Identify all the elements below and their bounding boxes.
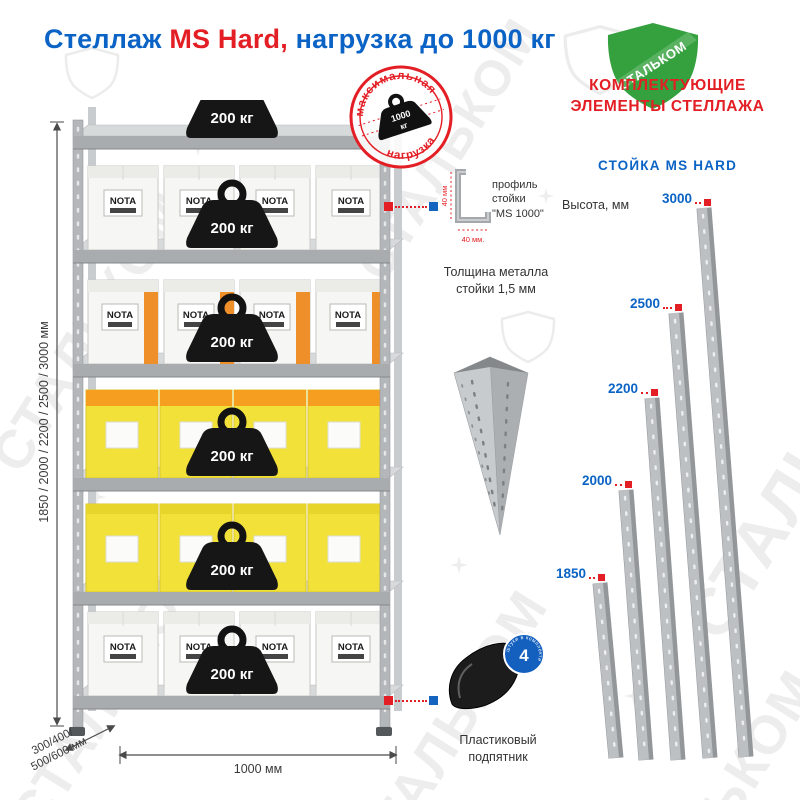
rack-feet bbox=[69, 727, 392, 736]
post-subheading: СТОЙКА MS HARD bbox=[597, 158, 738, 173]
sparkle-icon bbox=[450, 556, 468, 574]
rack-illustration: NOTA NOTA NOTA NOTA NOTA NOTA NOTA bbox=[50, 100, 404, 764]
post-height-value: 3000 bbox=[662, 191, 693, 206]
post-2000-image bbox=[618, 489, 654, 761]
stamp-weight-icon: 1000 кг bbox=[378, 93, 432, 141]
red-marker bbox=[651, 388, 658, 396]
thickness-note: Толщина металла стойки 1,5 мм bbox=[443, 265, 549, 296]
svg-text:кг: кг bbox=[399, 120, 409, 131]
post-height-value: 2000 bbox=[582, 473, 613, 488]
svg-text:200 кг: 200 кг bbox=[211, 562, 254, 579]
weight-200kg: 200 кг bbox=[186, 407, 278, 476]
title-lead: Стеллаж bbox=[44, 24, 162, 54]
svg-text:NOTA: NOTA bbox=[186, 196, 212, 207]
dimension-height-label: 1850 / 2000 / 2200 / 2500 / 3000 мм bbox=[37, 321, 51, 523]
svg-text:NOTA: NOTA bbox=[183, 310, 209, 321]
red-marker bbox=[384, 202, 393, 211]
profile-section-icon: 40 мм 40 мм. bbox=[442, 169, 491, 244]
svg-text:NOTA: NOTA bbox=[107, 310, 133, 321]
svg-text:200 кг: 200 кг bbox=[211, 334, 254, 351]
svg-text:200 кг: 200 кг bbox=[211, 666, 254, 683]
watermark-shield-icon bbox=[64, 46, 120, 100]
watermark-shield-icon bbox=[500, 310, 556, 364]
title-model: MS Hard, bbox=[169, 24, 288, 54]
height-label: Высота, мм bbox=[562, 198, 630, 212]
weight-200kg: 200 кг bbox=[186, 293, 278, 362]
svg-text:NOTA: NOTA bbox=[110, 642, 136, 653]
box: NOTA bbox=[87, 611, 159, 697]
post-3000-image bbox=[696, 207, 754, 758]
page-title: Стеллаж MS Hard, нагрузка до 1000 кг bbox=[44, 24, 556, 55]
red-marker bbox=[704, 198, 712, 206]
posts-illustration bbox=[592, 207, 754, 761]
post-label-2200: 2200 bbox=[608, 382, 658, 396]
svg-text:NOTA: NOTA bbox=[262, 196, 288, 207]
post-label-2000: 2000 bbox=[582, 474, 632, 488]
post-2200-image bbox=[644, 397, 686, 761]
dotted-leader-line bbox=[589, 576, 596, 579]
post-height-value: 2200 bbox=[608, 381, 639, 396]
svg-text:NOTA: NOTA bbox=[110, 196, 136, 207]
sparkle-icon bbox=[538, 188, 554, 204]
brand-logo: СТАЛЬКОМ bbox=[607, 23, 699, 109]
svg-text:NOTA: NOTA bbox=[338, 642, 364, 653]
shelf-front-faces bbox=[73, 136, 390, 710]
red-marker bbox=[625, 480, 632, 488]
profile-dim-vertical: 40 мм bbox=[442, 186, 449, 207]
red-marker bbox=[384, 696, 393, 705]
corner-post-image bbox=[453, 356, 529, 536]
badge-count: 4 bbox=[519, 646, 529, 665]
red-marker bbox=[598, 573, 606, 581]
box-row-white-2: NOTA NOTA NOTA NOTA bbox=[87, 611, 387, 697]
svg-text:200 кг: 200 кг bbox=[211, 448, 254, 465]
leader-foot bbox=[384, 696, 438, 705]
post-2500-image bbox=[668, 312, 718, 759]
dimension-width-label: 1000 мм bbox=[233, 762, 283, 776]
profile-dim-horizontal: 40 мм. bbox=[462, 235, 485, 244]
svg-text:NOTA: NOTA bbox=[186, 642, 212, 653]
post-label-1850: 1850 bbox=[556, 566, 606, 581]
dotted-leader-line bbox=[641, 391, 648, 394]
plastic-foot-caption: Пластиковый подпятник bbox=[459, 733, 537, 764]
svg-text:200 кг: 200 кг bbox=[211, 110, 254, 127]
post-height-value: 1850 bbox=[556, 566, 587, 581]
kit-count-badge: штуки в комплекте 4 bbox=[503, 633, 545, 675]
box-row-white-1: NOTA NOTA NOTA NOTA bbox=[87, 165, 387, 251]
weight-200kg: 200 кг bbox=[186, 521, 278, 590]
dotted-leader-line bbox=[395, 205, 427, 208]
weight-200kg: 200 кг bbox=[186, 179, 278, 248]
box: NOTA bbox=[87, 279, 159, 365]
weight-200kg: 200 кг bbox=[186, 100, 278, 138]
post-label-2500: 2500 bbox=[630, 297, 682, 311]
post-1850-image bbox=[592, 582, 624, 759]
shield-icon bbox=[607, 23, 699, 109]
svg-text:NOTA: NOTA bbox=[259, 310, 285, 321]
red-marker bbox=[675, 303, 682, 311]
blue-marker bbox=[429, 696, 438, 705]
weight-200kg: 200 кг bbox=[186, 625, 278, 694]
leader-profile bbox=[384, 202, 438, 211]
dimension-lines bbox=[50, 121, 398, 764]
profile-caption: профиль стойки "MS 1000" bbox=[492, 179, 544, 220]
box: NOTA bbox=[87, 165, 159, 251]
post-height-value: 2500 bbox=[630, 296, 661, 311]
svg-text:NOTA: NOTA bbox=[335, 310, 361, 321]
post-label-3000: 3000 bbox=[662, 191, 712, 206]
dotted-leader-line bbox=[395, 699, 427, 702]
svg-text:NOTA: NOTA bbox=[338, 196, 364, 207]
svg-text:200 кг: 200 кг bbox=[211, 220, 254, 237]
svg-text:NOTA: NOTA bbox=[262, 642, 288, 653]
sparkle-icon bbox=[88, 488, 106, 506]
plastic-foot-image: штуки в комплекте 4 bbox=[448, 633, 545, 710]
title-tail: нагрузка до 1000 кг bbox=[295, 24, 556, 54]
blue-marker bbox=[429, 202, 438, 211]
dotted-leader-line bbox=[615, 483, 622, 486]
box: NOTA bbox=[315, 279, 387, 365]
dotted-leader-line bbox=[695, 201, 702, 204]
components-heading: КОМПЛЕКТУЮЩИЕ ЭЛЕМЕНТЫ СТЕЛЛАЖА bbox=[570, 77, 765, 115]
box: NOTA bbox=[315, 165, 387, 251]
max-load-stamp: максимальная нагрузка 1000 кг bbox=[346, 62, 453, 169]
box: NOTA bbox=[315, 611, 387, 697]
dotted-leader-line bbox=[663, 306, 672, 309]
